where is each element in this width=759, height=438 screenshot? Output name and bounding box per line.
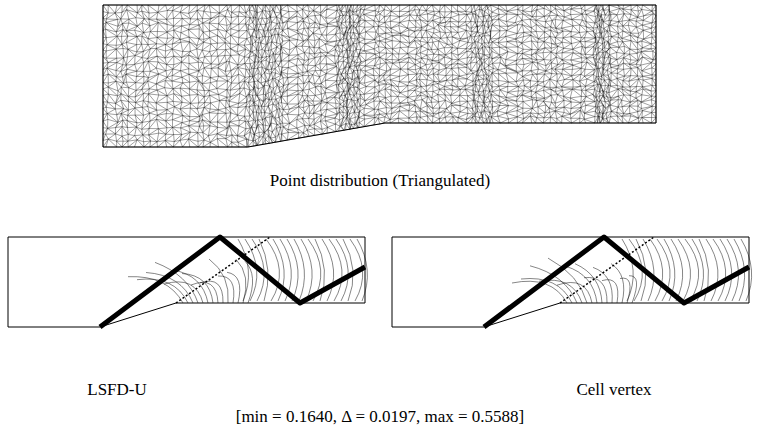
figure-subcaption: Point distribution (Triangulated) bbox=[270, 171, 490, 191]
shock-wave bbox=[484, 237, 749, 327]
range-caption: [min = 0.1640, Δ = 0.0197, max = 0.5588] bbox=[236, 407, 525, 427]
plot-label: LSFD-U bbox=[87, 380, 147, 400]
mesh-boundary bbox=[103, 5, 656, 147]
contour-lines bbox=[128, 239, 367, 303]
triangulated-point-mesh bbox=[103, 5, 656, 147]
plot-label: Cell vertex bbox=[576, 380, 651, 400]
contour-plot-cell-vertex bbox=[392, 237, 752, 327]
contour-lines bbox=[512, 239, 752, 303]
expansion-line bbox=[560, 237, 654, 303]
shock-wave bbox=[100, 237, 365, 327]
expansion-line bbox=[176, 237, 270, 303]
domain-outline bbox=[392, 237, 749, 327]
mesh-lines bbox=[103, 5, 656, 147]
contour-plot-lsfd-u bbox=[8, 237, 367, 327]
